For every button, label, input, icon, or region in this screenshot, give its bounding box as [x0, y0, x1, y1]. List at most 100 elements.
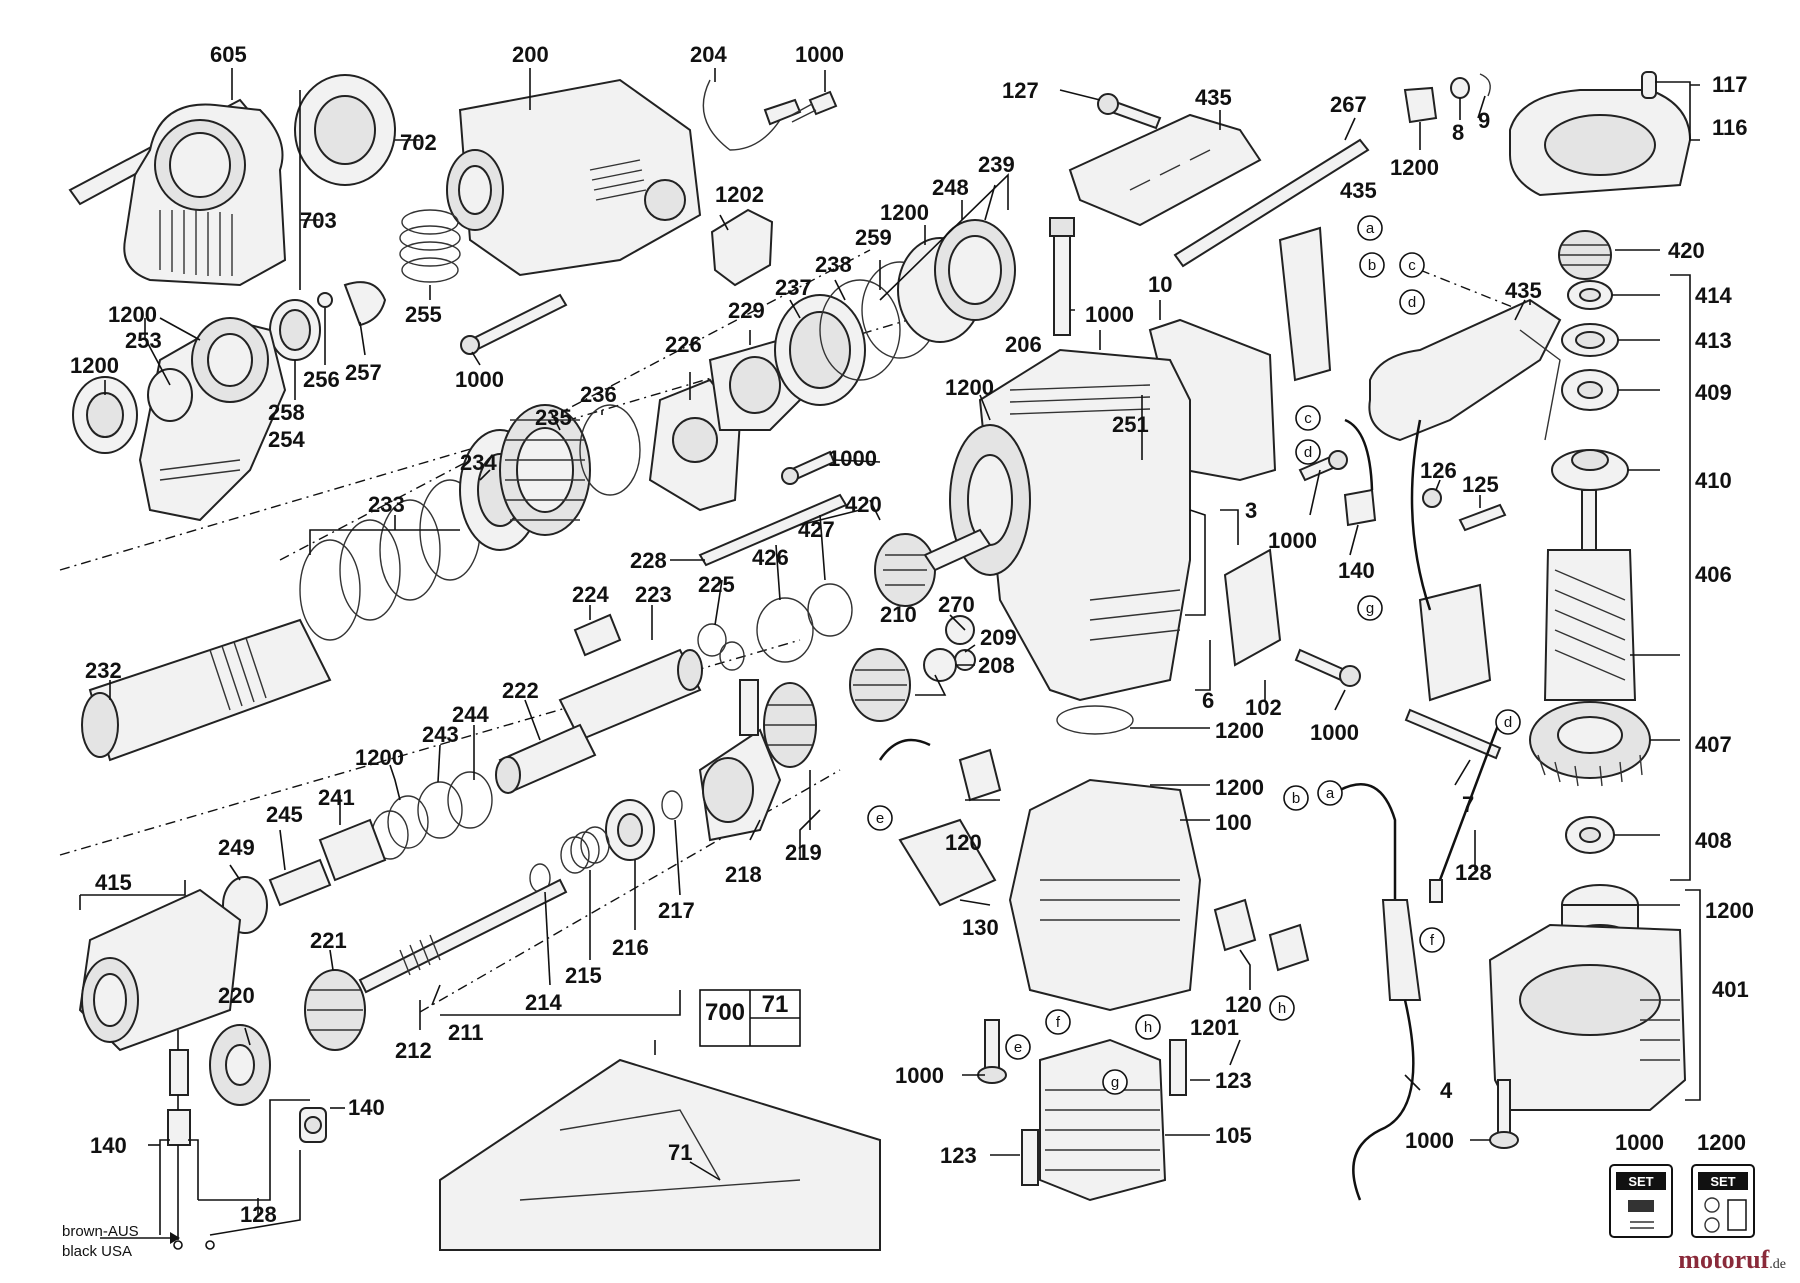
- part-102-plate: [1223, 548, 1282, 667]
- svg-text:g: g: [1111, 1074, 1119, 1091]
- label-258: 258: [268, 400, 305, 425]
- label-234: 234: [460, 450, 497, 475]
- connector-g-mid: g: [1357, 595, 1383, 621]
- wiring-note-black: black USA: [62, 1243, 132, 1260]
- label-1201: 1201: [1190, 1015, 1239, 1040]
- svg-text:f: f: [1056, 1014, 1061, 1031]
- svg-text:c: c: [1304, 410, 1312, 427]
- label-206: 206: [1005, 332, 1042, 357]
- label-10: 10: [1148, 272, 1172, 297]
- part-256-257-258-rings: [269, 281, 387, 361]
- part-140-brush-holder: [1343, 418, 1377, 527]
- label-435-c: 435: [1505, 278, 1542, 303]
- part-209-washer: [954, 649, 976, 671]
- part-244-243-rings: [371, 771, 493, 860]
- set-badge-1200-text: SET: [1710, 1174, 1735, 1189]
- part-407-fan: [1529, 701, 1651, 787]
- part-1000-vertical-screw: [1049, 217, 1075, 336]
- part-210-gear: [849, 648, 911, 722]
- part-130-bracket: [898, 818, 997, 907]
- part-1000-long-screw: [460, 293, 568, 355]
- part-brush-card-g: [1410, 419, 1492, 702]
- part-426-427-rings: [756, 583, 853, 663]
- part-409-bearing: [1561, 369, 1619, 411]
- svg-text:h: h: [1278, 1000, 1286, 1017]
- label-270: 270: [938, 592, 975, 617]
- label-1000-d: 1000: [1405, 1128, 1454, 1153]
- part-127-screw: [1097, 93, 1162, 130]
- set-badge-1000: SET: [1609, 1164, 1673, 1238]
- connector-e-left: e: [867, 805, 893, 831]
- case-label-700: 700: [705, 999, 745, 1026]
- brand-logo: motoruf.de: [1678, 1245, 1786, 1275]
- label-125: 125: [1462, 472, 1499, 497]
- svg-text:h: h: [1144, 1019, 1152, 1036]
- connector-h-coil: h: [1135, 1014, 1161, 1040]
- part-7-rod: [1404, 708, 1502, 760]
- part-420-crank: [874, 528, 992, 607]
- label-6: 6: [1202, 688, 1214, 713]
- label-120-b: 120: [1225, 992, 1262, 1017]
- part-703-side-handle: [123, 103, 287, 287]
- part-435-handle-cover-top: [1068, 113, 1262, 227]
- label-1200-g: 1200: [355, 745, 404, 770]
- label-218: 218: [725, 862, 762, 887]
- label-7: 7: [1462, 792, 1474, 817]
- label-241: 241: [318, 785, 355, 810]
- label-214: 214: [525, 990, 562, 1015]
- svg-text:d: d: [1504, 714, 1512, 731]
- label-128-b: 128: [240, 1202, 277, 1227]
- brand-logo-text: motoruf: [1678, 1245, 1770, 1274]
- connector-d-mid: d: [1295, 439, 1321, 465]
- label-238: 238: [815, 252, 852, 277]
- part-1000-screw-stator: [977, 1019, 1007, 1084]
- case-label-box: 700 71: [699, 989, 801, 1047]
- label-409: 409: [1695, 380, 1732, 405]
- label-71: 71: [668, 1140, 692, 1165]
- label-1000-a: 1000: [795, 42, 844, 67]
- part-116-cap: [1509, 71, 1692, 197]
- part-100-stator-housing: [1008, 778, 1202, 1012]
- label-415: 415: [95, 870, 132, 895]
- part-126-125-clamp: [1422, 488, 1507, 532]
- label-116: 116: [1712, 115, 1748, 140]
- part-235-gear: [499, 404, 591, 536]
- svg-text:b: b: [1368, 257, 1376, 274]
- part-105-field-coil: [1039, 1038, 1167, 1202]
- label-408: 408: [1695, 828, 1732, 853]
- part-232-spindle: [81, 618, 332, 762]
- label-220: 220: [218, 983, 255, 1008]
- label-1000-e: 1000: [1085, 302, 1134, 327]
- label-259: 259: [855, 225, 892, 250]
- label-255: 255: [405, 302, 442, 327]
- svg-text:d: d: [1408, 294, 1416, 311]
- label-212: 212: [395, 1038, 432, 1063]
- label-420-a: 420: [1668, 238, 1705, 263]
- label-267: 267: [1330, 92, 1367, 117]
- label-3: 3: [1245, 498, 1257, 523]
- wiring-note-brown: brown-AUS: [62, 1223, 139, 1240]
- label-435-b: 435: [1340, 178, 1377, 203]
- label-239: 239: [978, 152, 1015, 177]
- label-410: 410: [1695, 468, 1732, 493]
- label-208: 208: [978, 653, 1015, 678]
- part-410-fan-cover: [1551, 449, 1629, 491]
- label-9: 9: [1478, 108, 1490, 133]
- part-1000-screw-102: [1294, 648, 1361, 687]
- part-208-disc: [923, 648, 957, 682]
- label-4: 4: [1440, 1078, 1453, 1103]
- part-224-pin: [573, 613, 622, 657]
- svg-text:a: a: [1366, 220, 1375, 237]
- label-223: 223: [635, 582, 672, 607]
- part-222-striker: [495, 723, 597, 794]
- part-414-washer: [1567, 280, 1613, 310]
- label-1200-b: 1200: [70, 353, 119, 378]
- label-248: 248: [932, 175, 969, 200]
- part-216-clutch: [605, 799, 655, 861]
- svg-text:f: f: [1430, 932, 1435, 949]
- label-1200-i: 1200: [1215, 775, 1264, 800]
- wiring-note: brown-AUS black USA: [62, 1223, 139, 1260]
- label-209: 209: [980, 625, 1017, 650]
- label-105: 105: [1215, 1123, 1252, 1148]
